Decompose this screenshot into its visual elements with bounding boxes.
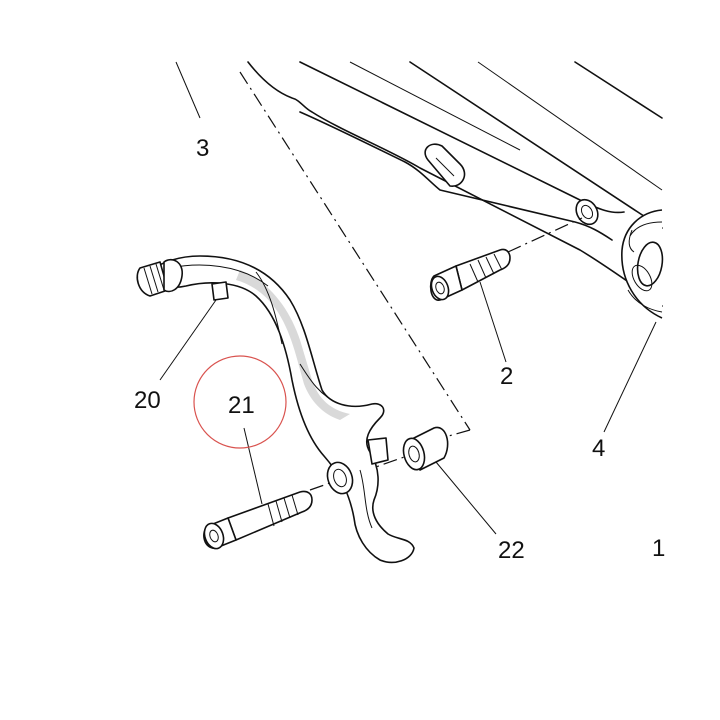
bolt-2 (429, 248, 511, 301)
leader-22 (435, 461, 497, 535)
assembly-axis-line (239, 71, 471, 431)
bolt-21 (203, 490, 313, 550)
callout-21: 21 (228, 392, 255, 419)
highlight-circle-21 (193, 355, 287, 449)
callout-22: 22 (498, 537, 525, 564)
callout-4: 4 (592, 435, 605, 462)
leader-3 (175, 61, 201, 119)
callout-2: 2 (500, 363, 513, 390)
callout-1: 1 (652, 535, 665, 562)
bolt2-axis-line (507, 217, 583, 253)
assembly-axis-line-2 (444, 429, 471, 438)
callout-3: 3 (196, 135, 209, 162)
leader-lines (159, 61, 657, 535)
leader-4 (603, 321, 657, 433)
callout-20: 20 (134, 387, 161, 414)
leader-2 (479, 281, 507, 363)
leader-21 (243, 427, 263, 505)
spacer-22 (402, 426, 449, 471)
leader-20 (159, 299, 217, 381)
shift-lever (136, 255, 415, 564)
